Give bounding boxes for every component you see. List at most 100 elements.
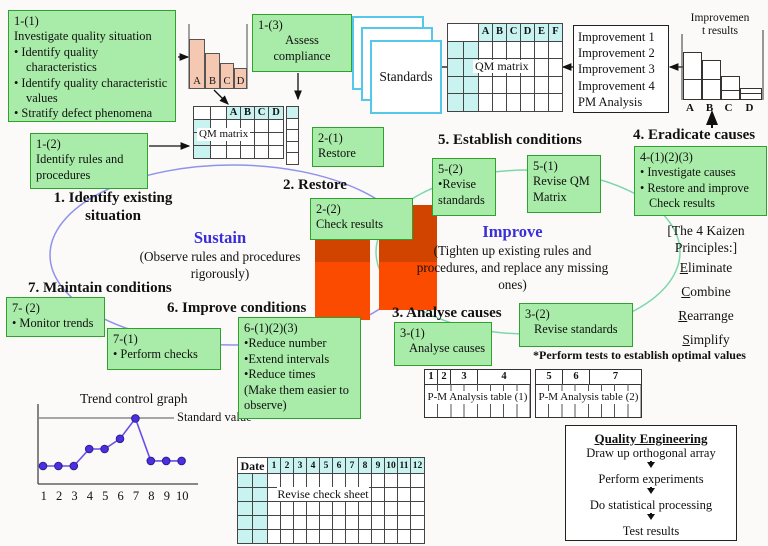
assess-compliance-column	[286, 106, 299, 165]
heading-step-3: 3. Analyse causes	[392, 305, 502, 321]
kaizen-principle: Eliminate	[679, 260, 733, 275]
kaizen-principle: Combine	[681, 284, 731, 299]
pm-table-1-headers: 1 2 3 4	[425, 370, 530, 385]
revise-check-sheet-label: Revise check sheet	[277, 487, 369, 501]
qm-matrix-right-label: QM matrix	[473, 59, 531, 73]
box-code: 1-(3)	[258, 18, 283, 32]
heading-step-7: 7. Maintain conditions	[28, 280, 172, 296]
sustain-subtitle: (Observe rules and procedures rigorously…	[139, 249, 301, 281]
pm-analysis-table-2: 5 6 7 P-M Analysis table (2)	[535, 369, 642, 418]
box-5-1-revise-qm-matrix: 5-(1) Revise QM Matrix	[527, 155, 601, 213]
box-1-3-assess-compliance: 1-(3) Assess compliance	[252, 14, 352, 72]
results-bar-b	[702, 60, 721, 100]
orange-bar-left-bottom	[315, 262, 370, 320]
pm-table-2-label: P-M Analysis table (2)	[537, 391, 640, 404]
heading-step-2: 2. Restore	[283, 177, 347, 193]
down-arrow-icon	[647, 461, 655, 472]
sustain-title: Sustain	[193, 228, 247, 247]
improvement-list-box: Improvement 1 Improvement 2 Improvement …	[573, 25, 669, 113]
box-code: 5-(2)	[438, 162, 463, 176]
results-bar-a	[683, 52, 702, 100]
improvement-item: Improvement 2	[578, 46, 655, 61]
improvement-item: Improvement 4	[578, 78, 655, 93]
box-text: Identify rules and procedures	[36, 152, 124, 182]
qm-col-header: A	[226, 106, 241, 120]
box-6-improve-conditions: 6-(1)(2)(3) •Reduce number •Extend inter…	[238, 317, 361, 419]
results-axes	[681, 30, 764, 100]
box-text: Restore	[318, 146, 356, 161]
box-text: Analyse causes	[409, 341, 486, 356]
results-x-labels: A B C D	[686, 102, 754, 114]
qe-step: Do statistical processing	[589, 498, 713, 512]
improve-cycle-label: Improve (Tighten up existing rules and p…	[410, 222, 615, 293]
box-code: 1-(2)	[36, 137, 61, 151]
box-4-eradicate-causes: 4-(1)(2)(3) • Investigate causes • Resto…	[634, 146, 767, 216]
qm-matrix-left-label: QM matrix	[197, 128, 251, 141]
bullet-item: • Identify quality characteristics	[14, 44, 99, 75]
bar-label: A	[193, 76, 201, 87]
box-code: 7-(1)	[113, 332, 138, 346]
results-bar-c	[721, 76, 740, 100]
box-code: 3-(2)	[525, 307, 550, 321]
bar-label: D	[236, 76, 245, 87]
qm-col-header: E	[534, 23, 549, 42]
qm-col-header: C	[254, 106, 269, 120]
box-5-2-revise-standards: 5-(2) •Revise standards	[432, 158, 496, 216]
pm-table-2-headers: 5 6 7	[536, 370, 641, 385]
heading-step-6: 6. Improve conditions	[167, 300, 307, 316]
qe-step: Test results	[622, 524, 680, 538]
box-text: (Make them easier to observe)	[244, 382, 349, 413]
pm-analysis-table-1: 1 2 3 4 P-M Analysis table (1)	[424, 369, 531, 418]
down-arrow-icon	[647, 513, 655, 524]
box-2-2-check-results: 2-(2) Check results	[310, 198, 413, 240]
standard-value-label: Standard value	[177, 410, 252, 424]
box-code: 6-(1)(2)(3)	[244, 321, 298, 335]
pareto-bar-a: A	[189, 39, 205, 89]
down-arrow-icon	[647, 487, 655, 498]
box-code: 2-(2)	[316, 202, 341, 216]
bullet-item: • Stratify defect phenomena	[14, 106, 153, 121]
trend-line-series	[38, 414, 186, 471]
box-2-1-restore: 2-(1) Restore	[312, 127, 384, 167]
orange-bar-right-bottom	[379, 262, 437, 310]
kaizen-principle: Rearrange	[678, 308, 734, 323]
heading-step-1: 1. Identify existing situation	[53, 190, 173, 224]
box-text: Revise QM Matrix	[533, 174, 590, 204]
pareto-bar-d: D	[234, 68, 247, 89]
qe-step: Draw up orthogonal array	[586, 446, 716, 460]
sustain-cycle-label: Sustain (Observe rules and procedures ri…	[110, 228, 330, 282]
qm-col-header: B	[240, 106, 255, 120]
bullet-item: •Reduce number	[244, 336, 327, 351]
box-code: 3-(1)	[400, 326, 425, 340]
standards-sheet-front: Standards	[370, 40, 442, 114]
pm-table-1-label: P-M Analysis table (1)	[426, 391, 529, 404]
improve-title: Improve	[482, 222, 543, 241]
box-code: 7- (2)	[12, 301, 40, 315]
box-code: 5-(1)	[533, 159, 558, 173]
note-optimal-values: *Perform tests to establish optimal valu…	[533, 348, 746, 362]
trend-axes	[37, 404, 198, 485]
qm-col-header: D	[520, 23, 535, 42]
qm-col-header: F	[548, 23, 563, 42]
trend-graph-title: Trend control graph	[80, 391, 188, 406]
bullet-item: • Investigate causes	[640, 165, 736, 180]
box-code: 4-(1)(2)(3)	[640, 150, 693, 164]
kaizen-header: [The 4 Kaizen Principles:]	[667, 223, 745, 255]
quality-engineering-title: Quality Engineering	[594, 431, 708, 446]
heading-step-5: 5. Establish conditions	[438, 132, 582, 148]
qm-col-header: A	[478, 23, 493, 42]
qe-step: Perform experiments	[598, 472, 704, 486]
box-code: 1-(1)	[14, 14, 39, 28]
improve-subtitle: (Tighten up existing rules and procedure…	[416, 243, 609, 292]
box-title: Investigate quality situation	[14, 29, 152, 44]
bullet-item: •Extend intervals	[244, 351, 330, 366]
box-1-2-identify-rules: 1-(2) Identify rules and procedures	[30, 133, 148, 189]
box-text: Revise standards	[534, 322, 618, 337]
quality-engineering-box: Quality Engineering Draw up orthogonal a…	[565, 425, 737, 541]
box-text: Check results	[316, 217, 384, 232]
box-3-2-revise-standards: 3-(2) Revise standards	[519, 303, 633, 347]
box-text: Assess compliance	[273, 33, 331, 63]
kaizen-principles: [The 4 Kaizen Principles:] Eliminate Com…	[645, 222, 767, 352]
